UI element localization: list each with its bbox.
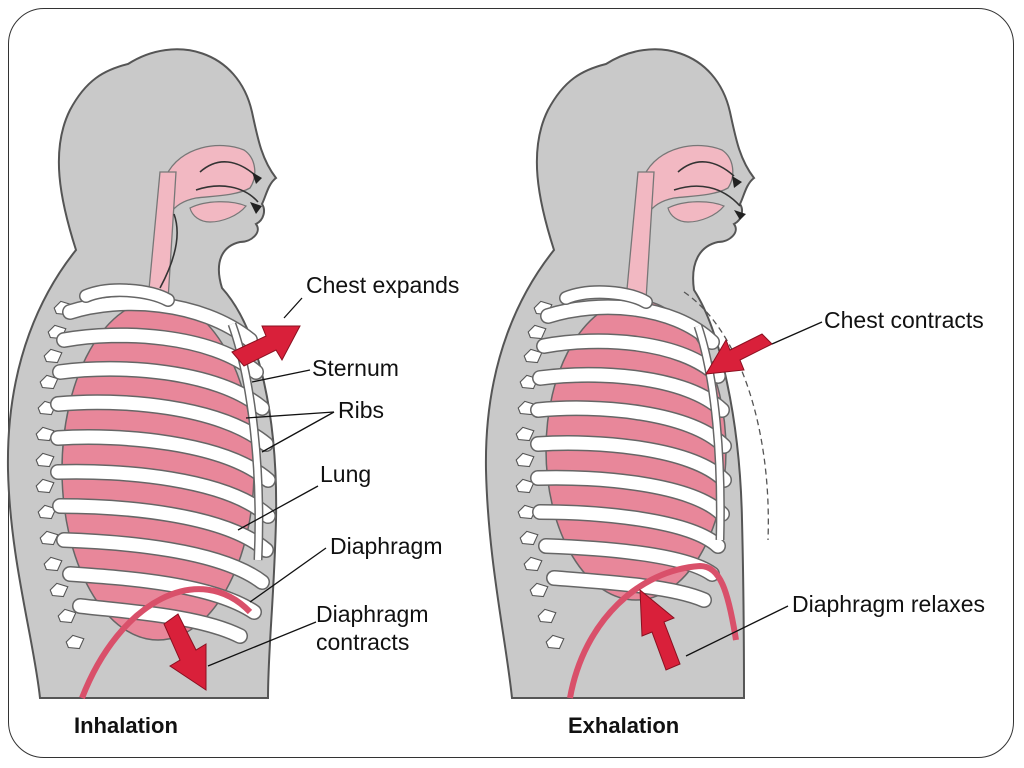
inhalation-air-in-arrow-2: [250, 202, 262, 214]
inhalation-panel: Chest expands Sternum Ribs Lung Diaphrag…: [6, 48, 459, 738]
exhalation-mouth: [667, 201, 725, 223]
exhalation-air-out-arrow-1: [732, 176, 742, 188]
inhalation-leader-lines: [207, 297, 335, 667]
exhalation-diaphragm-relaxes-arrow: [639, 588, 681, 671]
diaphragm-contracts-label-line1: Diaphragm: [316, 601, 429, 627]
inhalation-mouth: [189, 201, 247, 223]
exhalation-air-out-arrow-2: [734, 210, 746, 220]
inhalation-diaphragm: [79, 586, 253, 700]
lung-label: Lung: [320, 461, 371, 487]
inhalation-airflow-arrows: [159, 161, 259, 289]
exhalation-diaphragm: [567, 562, 739, 699]
exhalation-previous-chest-outline: [683, 291, 769, 541]
diaphragm-relaxes-label: Diaphragm relaxes: [792, 591, 985, 617]
exhalation-panel: Chest contracts Diaphragm relaxes Exhala…: [484, 48, 985, 738]
inhalation-air-in-arrow-1: [252, 172, 262, 184]
diaphragm-label: Diaphragm: [330, 533, 443, 559]
exhalation-airflow-arrows: [673, 161, 741, 207]
exhalation-chest-contracts-arrow: [705, 333, 773, 375]
exhalation-leader-lines: [685, 321, 823, 657]
inhalation-chest-expands-arrow: [231, 325, 301, 367]
chest-contracts-label: Chest contracts: [824, 307, 984, 333]
sternum-label: Sternum: [312, 355, 399, 381]
exhalation-title: Exhalation: [568, 713, 679, 738]
inhalation-title: Inhalation: [74, 713, 178, 738]
diaphragm-contracts-label-line2: contracts: [316, 629, 409, 655]
chest-expands-label: Chest expands: [306, 272, 459, 298]
ribs-label: Ribs: [338, 397, 384, 423]
inhalation-diaphragm-contracts-arrow: [163, 613, 207, 691]
